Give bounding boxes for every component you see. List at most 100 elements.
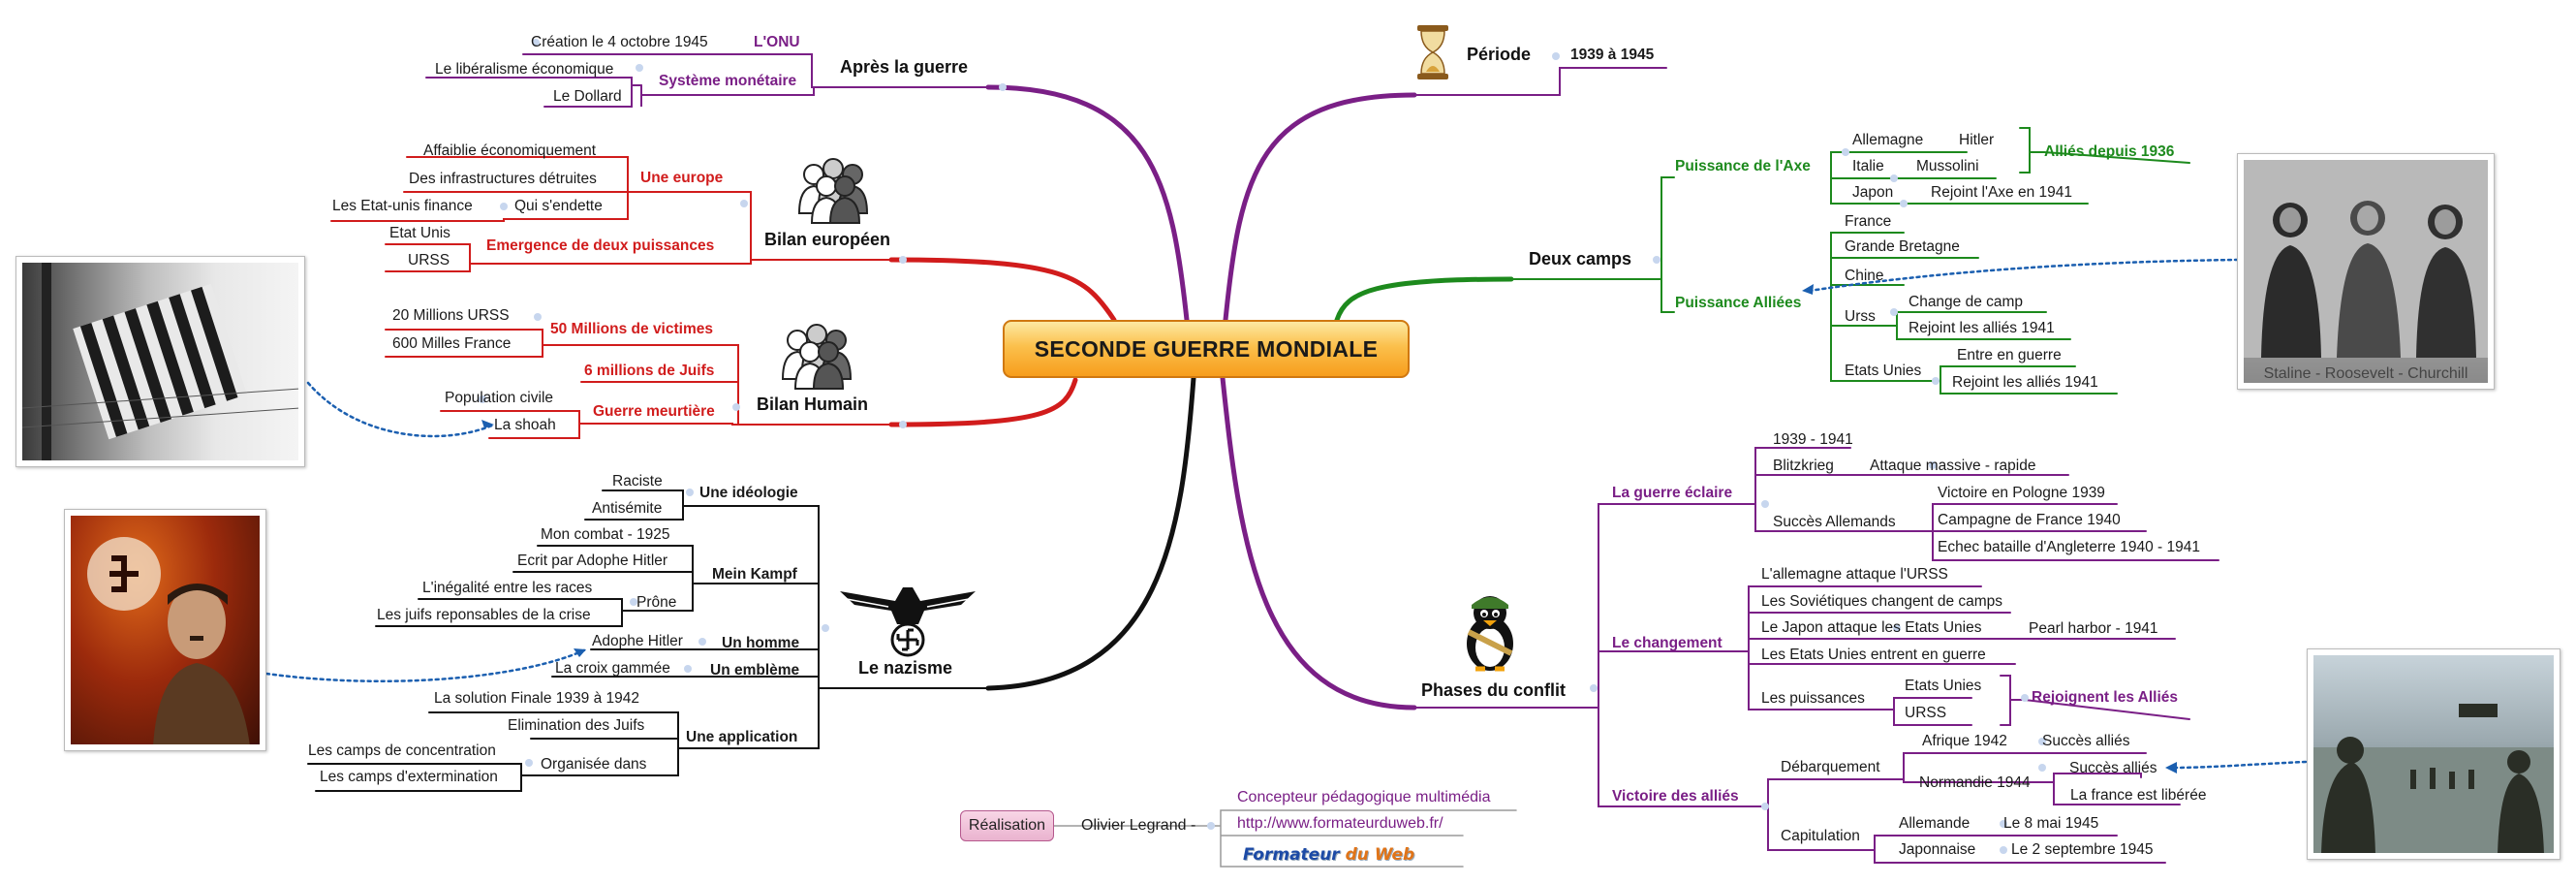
systeme-child-2[interactable]: Le Dollard	[553, 88, 622, 105]
victimes-child-2[interactable]: 600 Milles France	[392, 335, 512, 352]
nazisme-title[interactable]: Le nazisme	[858, 658, 953, 678]
changement-row-1[interactable]: L'allemagne attaque l'URSS	[1761, 566, 1948, 583]
apres-guerre-title[interactable]: Après la guerre	[840, 57, 969, 77]
eclaire-row-7[interactable]: Echec bataille d'Angleterre 1940 - 1941	[1938, 539, 2200, 555]
victimes-node[interactable]: 50 Millions de victimes	[550, 321, 713, 337]
phases-title[interactable]: Phases du conflit	[1421, 680, 1567, 700]
application-child-1[interactable]: La solution Finale 1939 à 1942	[434, 690, 639, 707]
axe-row-3[interactable]: Italie	[1852, 158, 1884, 174]
allies-row-6[interactable]: Rejoint les alliés 1941	[1909, 320, 2055, 336]
changement-group-label[interactable]: Rejoignent les Alliés	[2032, 689, 2179, 706]
homme-child[interactable]: Adophe Hitler	[592, 633, 683, 649]
formateur-du-web-logo[interactable]: Formateur du Web	[1243, 845, 1414, 865]
juifs-node[interactable]: 6 millions de Juifs	[584, 363, 715, 379]
axe-row-6[interactable]: Rejoint l'Axe en 1941	[1931, 184, 2073, 201]
systeme-monetaire-node[interactable]: Système monétaire	[659, 73, 797, 89]
emergence-node[interactable]: Emergence de deux puissances	[486, 237, 715, 254]
victoire-row-2[interactable]: Afrique 1942	[1922, 733, 2007, 749]
europe-child-2[interactable]: Des infrastructures détruites	[409, 171, 597, 187]
eclaire-row-5[interactable]: Victoire en Pologne 1939	[1938, 485, 2105, 501]
mein-kampf-child-1[interactable]: Mon combat - 1925	[541, 526, 670, 543]
application-child-4[interactable]: Les camps de concentration	[308, 742, 496, 759]
hitler-photo[interactable]	[64, 509, 266, 751]
realisation-badge[interactable]: Réalisation	[960, 810, 1054, 841]
author-url-link[interactable]: http://www.formateurduweb.fr/	[1237, 815, 1443, 832]
victoire-row-8[interactable]: Allemande	[1899, 815, 1971, 832]
changement-node[interactable]: Le changement	[1612, 635, 1723, 651]
periode-title[interactable]: Période	[1467, 45, 1532, 64]
changement-row-7[interactable]: Etats Unies	[1905, 678, 1982, 694]
axe-row-2[interactable]: Hitler	[1959, 132, 1995, 148]
europe-child-4[interactable]: Les Etat-unis finance	[332, 198, 473, 214]
changement-row-3[interactable]: Le Japon attaque les Etats Unies	[1761, 619, 1982, 636]
meurtriere-child-1[interactable]: Population civile	[445, 390, 554, 406]
meurtriere-node[interactable]: Guerre meurtière	[593, 403, 715, 420]
bilan-humain-title[interactable]: Bilan Humain	[757, 395, 869, 414]
europe-node[interactable]: Une europe	[640, 170, 724, 186]
mein-kampf-child-2[interactable]: Ecrit par Adophe Hitler	[517, 552, 668, 569]
victoire-row-11[interactable]: Le 2 septembre 1945	[2011, 841, 2154, 858]
periode-value[interactable]: 1939 à 1945	[1570, 47, 1655, 63]
axe-node[interactable]: Puissance de l'Axe	[1675, 158, 1811, 174]
victoire-row-1[interactable]: Débarquement	[1781, 759, 1880, 775]
allies-row-9[interactable]: Rejoint les alliés 1941	[1952, 374, 2098, 391]
changement-row-4[interactable]: Pearl harbor - 1941	[2029, 620, 2158, 637]
normandie-photo[interactable]	[2307, 648, 2560, 860]
application-child-2[interactable]: Elimination des Juifs	[508, 717, 645, 734]
deux-camps-title[interactable]: Deux camps	[1529, 249, 1632, 268]
victoire-row-5[interactable]: Succès alliés	[2069, 760, 2157, 776]
ideologie-child-1[interactable]: Raciste	[612, 473, 663, 489]
onu-node[interactable]: L'ONU	[754, 34, 800, 50]
mein-kampf-child-4[interactable]: L'inégalité entre les races	[422, 580, 593, 596]
shoah-photo[interactable]	[16, 256, 305, 467]
axe-row-1[interactable]: Allemagne	[1852, 132, 1924, 148]
allies-row-5[interactable]: Change de camp	[1909, 294, 2024, 310]
changement-row-2[interactable]: Les Soviétiques changent de camps	[1761, 593, 2003, 610]
ideologie-node[interactable]: Une idéologie	[699, 485, 798, 501]
victoire-row-6[interactable]: La france est libérée	[2070, 787, 2207, 804]
eclaire-row-1[interactable]: 1939 - 1941	[1773, 431, 1853, 448]
embleme-node[interactable]: Un emblème	[710, 662, 800, 679]
application-child-3[interactable]: Organisée dans	[541, 756, 647, 773]
eclaire-row-4[interactable]: Succès Allemands	[1773, 514, 1896, 530]
victoire-row-3[interactable]: Succès alliés	[2042, 733, 2130, 749]
onu-child[interactable]: Création le 4 octobre 1945	[531, 34, 708, 50]
eclaire-row-3[interactable]: Attaque massive - rapide	[1870, 458, 2036, 474]
application-child-5[interactable]: Les camps d'extermination	[320, 769, 498, 785]
mein-kampf-child-3[interactable]: Prône	[636, 594, 677, 611]
allies-row-7[interactable]: Etats Unies	[1845, 363, 1922, 379]
emergence-child-1[interactable]: Etat Unis	[389, 225, 450, 241]
europe-child-1[interactable]: Affaiblie économiquement	[423, 142, 597, 159]
victoire-row-9[interactable]: Le 8 mai 1945	[2003, 815, 2099, 832]
europe-child-3[interactable]: Qui s'endette	[514, 198, 603, 214]
victoire-row-7[interactable]: Capitulation	[1781, 828, 1860, 844]
systeme-child-1[interactable]: Le libéralisme économique	[435, 61, 614, 78]
yalta-photo[interactable]: Staline - Roosevelt - Churchill	[2237, 153, 2495, 390]
bilan-europeen-title[interactable]: Bilan européen	[764, 230, 891, 249]
allies-row-2[interactable]: Grande Bretagne	[1845, 238, 1960, 255]
victoire-row-4[interactable]: Normandie 1944	[1919, 774, 2031, 791]
application-node[interactable]: Une application	[686, 729, 798, 745]
eclaire-node[interactable]: La guerre éclaire	[1612, 485, 1733, 501]
axe-row-4[interactable]: Mussolini	[1916, 158, 1979, 174]
meurtriere-child-2[interactable]: La shoah	[494, 417, 556, 433]
author-role[interactable]: Concepteur pédagogique multimédia	[1237, 789, 1491, 805]
homme-node[interactable]: Un homme	[722, 635, 800, 651]
emergence-child-2[interactable]: URSS	[408, 252, 450, 268]
allies-row-3[interactable]: Chine	[1845, 268, 1884, 284]
allies-row-8[interactable]: Entre en guerre	[1957, 347, 2062, 363]
eclaire-row-2[interactable]: Blitzkrieg	[1773, 458, 1834, 474]
axe-row-5[interactable]: Japon	[1852, 184, 1894, 201]
mein-kampf-child-5[interactable]: Les juifs reponsables de la crise	[377, 607, 591, 623]
victoire-row-10[interactable]: Japonnaise	[1899, 841, 1976, 858]
victimes-child-1[interactable]: 20 Millions URSS	[392, 307, 510, 324]
changement-row-6[interactable]: Les puissances	[1761, 690, 1865, 707]
changement-row-5[interactable]: Les Etats Unies entrent en guerre	[1761, 647, 1986, 663]
allies-node[interactable]: Puissance Alliées	[1675, 295, 1802, 311]
central-topic[interactable]: SECONDE GUERRE MONDIALE	[1003, 320, 1410, 378]
axe-group-label[interactable]: Alliés depuis 1936	[2044, 143, 2175, 160]
allies-row-1[interactable]: France	[1845, 213, 1892, 230]
author-name[interactable]: Olivier Legrand -	[1081, 817, 1196, 834]
mein-kampf-node[interactable]: Mein Kampf	[712, 566, 797, 583]
ideologie-child-2[interactable]: Antisémite	[592, 500, 663, 517]
